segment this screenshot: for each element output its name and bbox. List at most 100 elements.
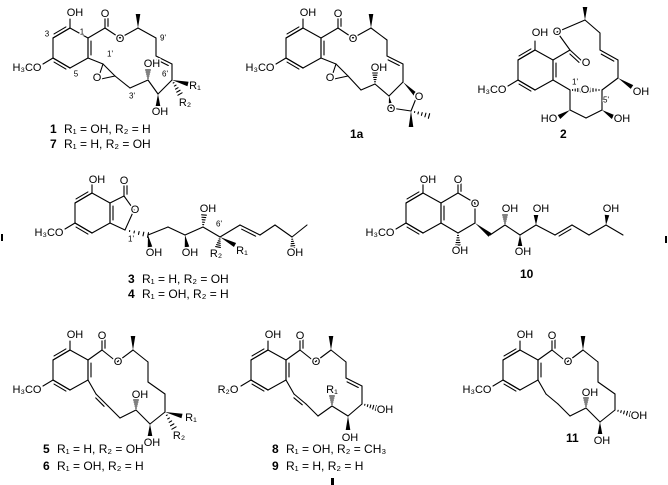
atom-label: OH — [144, 437, 161, 449]
single-bond — [585, 109, 603, 119]
aromatic-ring-bond — [534, 79, 554, 91]
hashed-bond — [133, 399, 139, 409]
hash-line — [168, 420, 173, 423]
aromatic-ring-bond — [69, 27, 89, 39]
hashed-bond — [215, 238, 221, 249]
compound-caption: 11 — [566, 431, 579, 445]
hash-line — [625, 410, 629, 416]
single-bond — [104, 27, 121, 39]
single-bond — [545, 393, 559, 405]
atom-label: OH — [594, 435, 611, 447]
atom-label: H₃CO — [13, 62, 42, 74]
single-bond — [317, 405, 333, 417]
hash-line — [369, 404, 372, 409]
hash-line — [216, 242, 221, 244]
atom-label: R₁ — [326, 384, 338, 396]
wedge-bond — [403, 82, 419, 98]
locant-label: 1' — [572, 78, 578, 87]
single-bond — [584, 19, 601, 34]
single-bond — [132, 349, 149, 363]
molecule-m5 — [42, 336, 183, 436]
single-bond — [352, 27, 372, 39]
wedge-bond — [135, 14, 141, 28]
single-bond — [291, 224, 308, 238]
double-bond-inner — [518, 83, 532, 92]
wedge-bond — [155, 94, 161, 106]
atom-label: O — [114, 356, 123, 368]
substituent-definition: R₁ = H, R₂ = H — [286, 459, 363, 473]
single-bond — [601, 77, 619, 91]
substituent-definition: R₁ = OH, R₂ = H — [57, 459, 144, 473]
hash-line — [137, 231, 140, 235]
compound-caption: 10 — [520, 267, 534, 281]
single-bond — [109, 195, 125, 204]
locant-label: 5 — [74, 70, 79, 79]
aromatic-ring-bond — [519, 379, 539, 391]
locant-label: 6' — [162, 70, 168, 79]
single-bond — [556, 31, 571, 51]
single-bond — [102, 63, 116, 77]
single-bond — [374, 83, 390, 97]
compound-number: 9 — [272, 459, 279, 473]
hashed-bond — [364, 403, 378, 411]
compound-number: 11 — [566, 431, 579, 445]
double-bond-inner — [75, 226, 89, 235]
wedge-bond — [580, 336, 586, 350]
double-bond — [239, 224, 261, 236]
double-bond — [405, 222, 424, 234]
aromatic-ring-bond — [91, 192, 111, 204]
double-bond — [517, 49, 536, 61]
single-bond — [331, 63, 337, 77]
molecule-m3 — [64, 183, 308, 249]
single-bond — [588, 224, 607, 236]
double-bond-inner — [53, 26, 67, 35]
single-bond — [335, 63, 349, 77]
hashed-bond — [172, 82, 183, 96]
double-bond — [52, 379, 71, 391]
hashed-bond — [201, 214, 207, 226]
single-bond — [370, 27, 388, 41]
locant-label: 1' — [107, 50, 113, 59]
locant-label: 3 — [45, 30, 50, 39]
wedge-bond — [345, 416, 351, 430]
single-bond — [457, 192, 476, 204]
edge-tick-mark-bottom — [331, 478, 334, 485]
aromatic-ring-bond — [422, 222, 442, 234]
single-bond — [147, 226, 169, 236]
compound-number: 7 — [50, 137, 57, 151]
single-bond — [599, 409, 616, 423]
hash-line — [374, 405, 378, 411]
double-bond-inner — [600, 53, 615, 62]
single-bond — [314, 349, 332, 363]
double-bond-inner — [251, 348, 265, 357]
single-bond — [240, 379, 252, 387]
substituent-definition: R₁ = H, R₂ = OH — [57, 442, 144, 456]
atom-label: OH — [420, 174, 437, 186]
compound-number: 6 — [43, 459, 50, 473]
single-bond — [492, 379, 504, 387]
single-bond — [566, 349, 584, 363]
double-bond — [599, 49, 619, 61]
atom-label: OH — [533, 203, 550, 215]
atom-label: OH — [182, 247, 199, 259]
double-bond-inner — [406, 226, 420, 235]
hashed-bond — [128, 229, 150, 238]
locant-label: 9' — [160, 34, 166, 43]
double-bond-inner — [75, 191, 89, 200]
hash-line — [372, 404, 375, 410]
single-bond — [202, 226, 221, 238]
atom-label: O — [334, 8, 343, 20]
atom-label: O — [548, 330, 557, 342]
atom-label: H₃CO — [366, 227, 395, 239]
single-bond — [535, 224, 556, 236]
single-bond — [410, 95, 418, 112]
single-bond — [87, 57, 104, 65]
substituent-definition: R₁ = OH, R₂ = CH₃ — [286, 442, 386, 456]
single-bond — [597, 381, 616, 395]
aromatic-ring-bond — [69, 57, 89, 69]
single-bond — [275, 57, 287, 65]
double-bond-inner — [286, 61, 300, 70]
atom-label: O — [415, 91, 424, 103]
